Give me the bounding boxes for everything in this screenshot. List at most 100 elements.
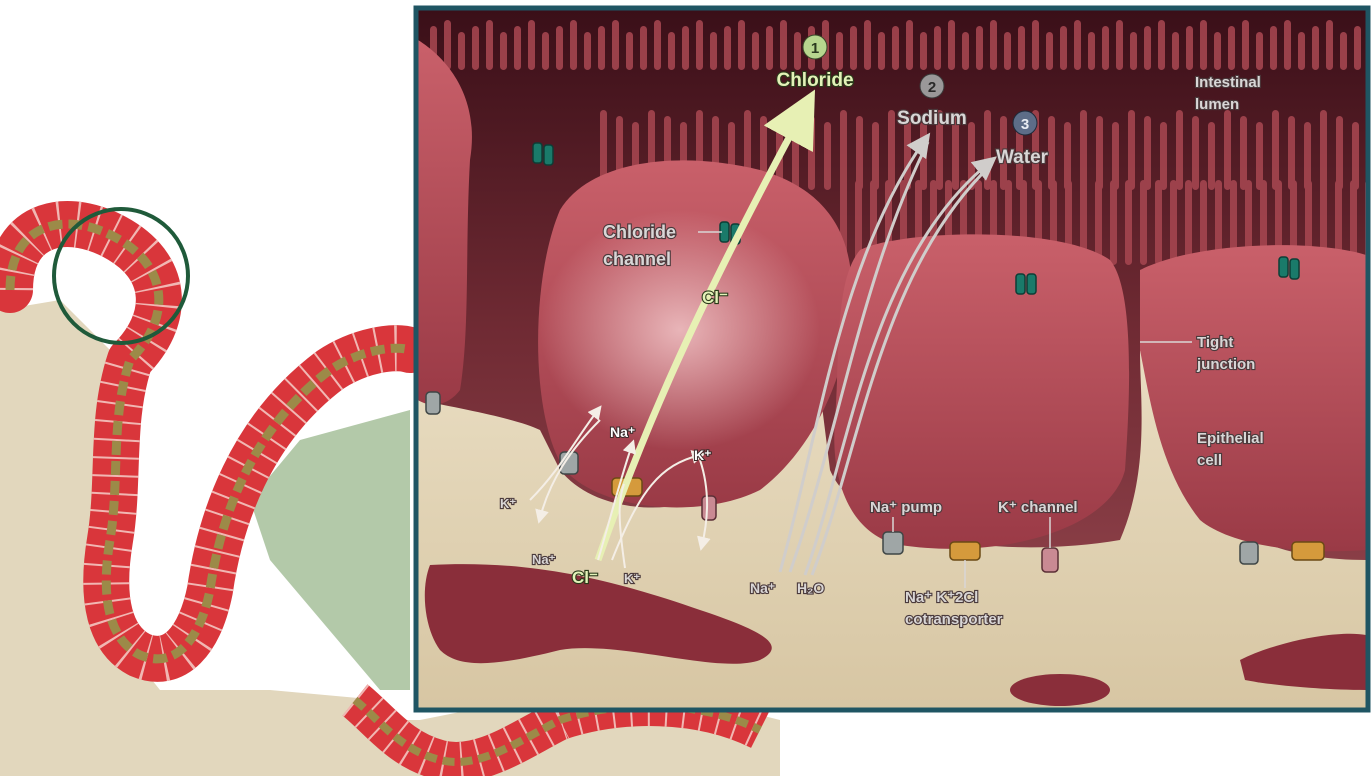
microvillus	[824, 122, 831, 190]
microvillus	[836, 32, 843, 70]
microvillus	[1192, 116, 1199, 190]
microvillus	[1048, 116, 1055, 190]
water-step-label: Water	[996, 147, 1049, 168]
microvillus	[1004, 32, 1011, 70]
microvillus	[1256, 32, 1263, 70]
microvillus	[1272, 110, 1279, 190]
microvillus	[1088, 32, 1095, 70]
microvillus	[640, 26, 647, 70]
microvillus	[850, 26, 857, 70]
microvillus	[1185, 180, 1192, 265]
microvillus	[710, 32, 717, 70]
sodium-ion-label-right: Na⁺	[750, 580, 775, 596]
microvillus	[808, 116, 815, 190]
tight-junction-label: Tight	[1197, 334, 1233, 351]
sodium-ion-label: Na⁺	[610, 424, 635, 440]
water-molecule-label: H₂O	[797, 580, 824, 596]
microvillus	[1214, 32, 1221, 70]
epithelial-cell-label: Epithelial	[1197, 430, 1264, 447]
microvillus	[766, 26, 773, 70]
sodium-ion-label-left: Na⁺	[532, 552, 556, 567]
microvillus	[444, 20, 451, 70]
microvillus	[934, 26, 941, 70]
microvillus	[528, 20, 535, 70]
microvillus	[976, 26, 983, 70]
chloride-channel-label-2: channel	[603, 249, 671, 269]
microvillus	[780, 20, 787, 70]
microvillus	[1116, 20, 1123, 70]
cotransporter-label: Na⁺ K⁺2Cl	[905, 589, 978, 606]
microvillus	[668, 32, 675, 70]
tight-junction-label-2: junction	[1196, 356, 1255, 373]
microvillus	[584, 32, 591, 70]
microvillus	[1080, 110, 1087, 190]
microvillus	[696, 20, 703, 70]
microvillus	[472, 26, 479, 70]
microvillus	[542, 32, 549, 70]
microvillus	[598, 26, 605, 70]
microvillus	[1340, 32, 1347, 70]
microvillus	[752, 32, 759, 70]
microvillus	[1172, 32, 1179, 70]
microvillus	[892, 26, 899, 70]
microvillus	[1144, 116, 1151, 190]
microvillus	[514, 26, 521, 70]
k-channel-label: K⁺ channel	[998, 499, 1078, 516]
microvillus	[1228, 26, 1235, 70]
microvillus	[1270, 26, 1277, 70]
microvillus	[1352, 122, 1359, 190]
microvillus	[570, 20, 577, 70]
microvillus	[500, 32, 507, 70]
step-2-number: 2	[928, 79, 936, 96]
microvillus	[1155, 180, 1162, 265]
microvillus	[1160, 122, 1167, 190]
microvillus	[864, 20, 871, 70]
potassium-ion-label-bottom: K⁺	[624, 571, 640, 586]
microvillus	[486, 20, 493, 70]
microvillus	[962, 32, 969, 70]
microvillus	[1176, 110, 1183, 190]
microvillus	[1208, 122, 1215, 190]
chloride-ion-label-bottom: Cl⁻	[572, 568, 598, 587]
microvillus	[1064, 122, 1071, 190]
step-3-number: 3	[1021, 116, 1029, 133]
microvillus	[1125, 180, 1132, 265]
intestinal-lumen-label: Intestinal	[1195, 74, 1261, 91]
microvillus	[1095, 180, 1102, 265]
microvillus	[1224, 110, 1231, 190]
microvillus	[906, 20, 913, 70]
step-1-number: 1	[811, 40, 819, 57]
microvillus	[1312, 26, 1319, 70]
cotransporter-label-2: cotransporter	[905, 611, 1003, 628]
chloride-ion-label: Cl⁻	[702, 288, 728, 307]
microvillus	[1284, 20, 1291, 70]
microvillus	[1140, 180, 1147, 265]
microvillus	[1186, 26, 1193, 70]
microvillus	[856, 116, 863, 190]
microvillus	[1170, 180, 1177, 265]
microvillus	[1112, 122, 1119, 190]
microvillus	[626, 32, 633, 70]
microvillus	[1110, 180, 1117, 265]
intestinal-lumen-label-2: lumen	[1195, 96, 1239, 113]
epithelial-cell-left	[418, 40, 472, 404]
microvillus	[872, 122, 879, 190]
microvillus	[1200, 20, 1207, 70]
microvillus	[556, 26, 563, 70]
microvillus	[738, 20, 745, 70]
microvillus	[1074, 20, 1081, 70]
microvillus	[1130, 32, 1137, 70]
microvillus	[878, 32, 885, 70]
microvillus	[1336, 116, 1343, 190]
microvillus	[1046, 32, 1053, 70]
microvillus	[1256, 122, 1263, 190]
microvillus	[1032, 20, 1039, 70]
microvillus	[1242, 20, 1249, 70]
na-pump-label: Na⁺ pump	[870, 499, 942, 516]
potassium-ion-label: K⁺	[694, 447, 712, 463]
microvillus	[612, 20, 619, 70]
microvillus	[1128, 110, 1135, 190]
sodium-step-label: Sodium	[897, 108, 967, 129]
microvillus	[1102, 26, 1109, 70]
microvillus	[1096, 116, 1103, 190]
